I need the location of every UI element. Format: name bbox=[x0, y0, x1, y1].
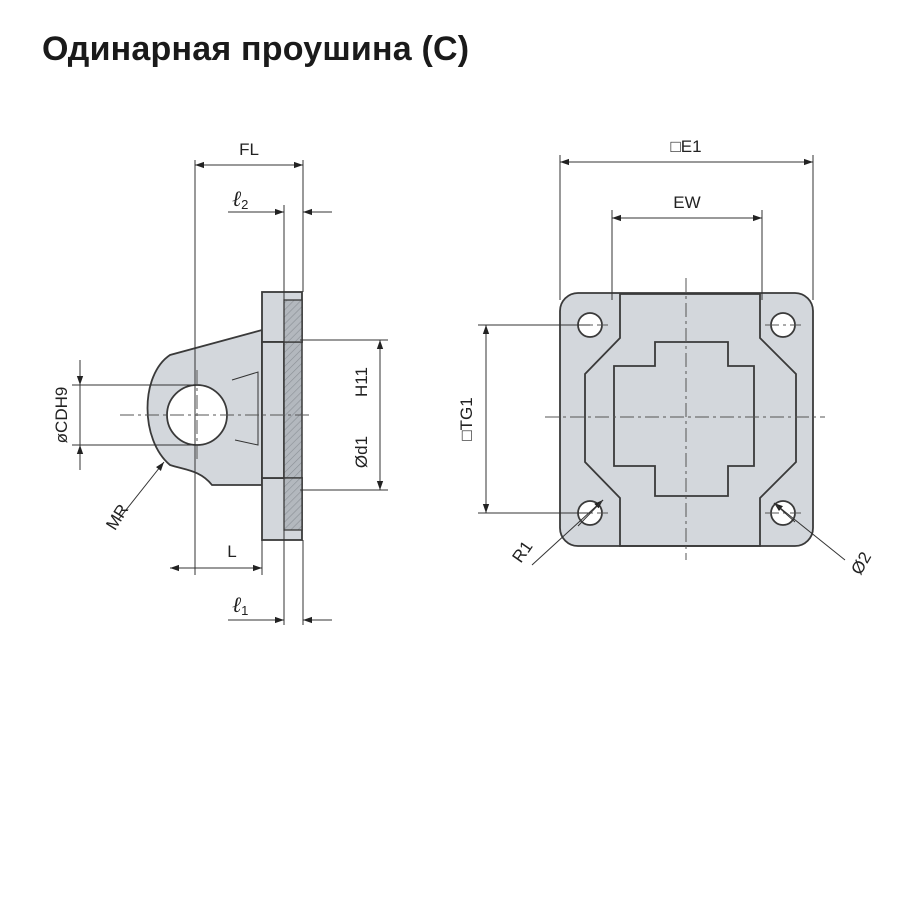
dim-d2-label: Ø2 bbox=[847, 549, 875, 578]
center-boss-outline bbox=[584, 293, 797, 547]
dim-r1-label: R1 bbox=[508, 537, 536, 566]
clevis-web-inner bbox=[231, 371, 259, 446]
dim-d1-label: Ød1 bbox=[352, 436, 371, 468]
side-view: FL ℓ2 øCDH9 H11 Ød1 MR L ℓ1 bbox=[52, 140, 388, 625]
dim-mr-label: MR bbox=[102, 501, 132, 534]
dim-l-label: L bbox=[227, 542, 236, 561]
dim-e1-label: □E1 bbox=[670, 137, 701, 156]
spigot-section bbox=[283, 341, 303, 479]
dim-r1-leader bbox=[531, 499, 604, 566]
dim-fl-label: FL bbox=[239, 140, 259, 159]
dim-d2-leader bbox=[773, 502, 846, 561]
dim-mr-leader bbox=[117, 461, 165, 521]
dim-l2-label: ℓ2 bbox=[232, 186, 248, 212]
page-title: Одинарная проушина (C) bbox=[42, 30, 470, 68]
dim-cd-label: øCDH9 bbox=[52, 387, 71, 444]
dim-h11-label: H11 bbox=[352, 367, 371, 397]
dim-l1-label: ℓ1 bbox=[232, 592, 248, 618]
dim-ew-label: EW bbox=[673, 193, 700, 212]
flange-middle bbox=[261, 341, 285, 479]
front-view: □E1 EW □TG1 R1 Ø2 bbox=[457, 137, 875, 578]
cross-recess bbox=[613, 341, 755, 497]
flange-section-top bbox=[283, 299, 303, 343]
dim-tg1-label: □TG1 bbox=[457, 397, 476, 440]
flange-section-bottom bbox=[283, 477, 303, 531]
